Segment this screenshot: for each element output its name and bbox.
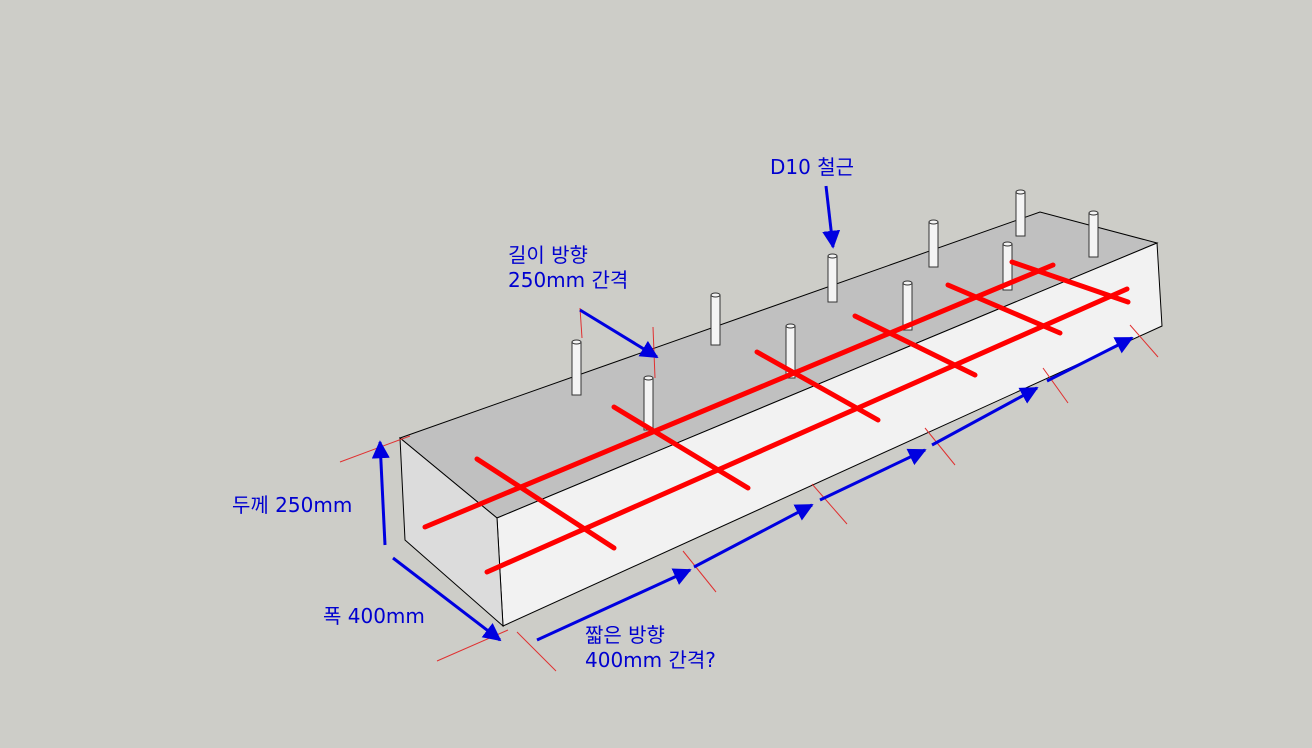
rod <box>1088 210 1099 258</box>
rod <box>571 339 582 396</box>
cross-rebar <box>1009 259 1131 305</box>
cross-rebar <box>474 456 617 551</box>
length-spacing-label: 250mm 간격 <box>508 268 629 292</box>
width-label: 폭 400mm <box>323 604 425 628</box>
cross-rebar <box>852 313 978 378</box>
rod <box>785 323 796 379</box>
rebar-arrow <box>822 185 841 249</box>
vertical-rods <box>571 189 1099 431</box>
short-spacing-arrow <box>931 386 1039 447</box>
short-spacing-label: 400mm 간격? <box>585 648 716 672</box>
rod <box>1002 241 1013 291</box>
short-spacing-arrow <box>819 448 927 502</box>
short-spacing-arrow <box>1046 336 1134 383</box>
rod <box>1015 189 1026 237</box>
short-direction-label: 짧은 방향 <box>585 623 665 647</box>
short-spacing-arrow <box>536 568 692 642</box>
rebar-label: D10 철근 <box>770 155 855 179</box>
rebar-lines <box>422 259 1131 575</box>
short-spacing-arrow <box>693 503 814 569</box>
width-arrow <box>392 556 502 642</box>
long-rebar <box>484 286 1130 575</box>
rod <box>928 219 939 268</box>
thickness-arrow <box>371 440 390 546</box>
long-rebar <box>422 262 1056 530</box>
rod <box>827 253 838 303</box>
length-direction-label: 길이 방향 <box>508 243 588 267</box>
cross-rebar <box>754 349 881 423</box>
beam-end-face <box>399 436 504 628</box>
rod <box>710 292 721 346</box>
annotation-arrows <box>371 185 1134 642</box>
cross-rebar <box>945 282 1063 336</box>
rod <box>643 375 654 431</box>
length-spacing-arrow <box>579 308 659 359</box>
rod <box>902 280 913 331</box>
thickness-label: 두께 250mm <box>232 493 353 517</box>
cross-rebar <box>611 404 751 491</box>
